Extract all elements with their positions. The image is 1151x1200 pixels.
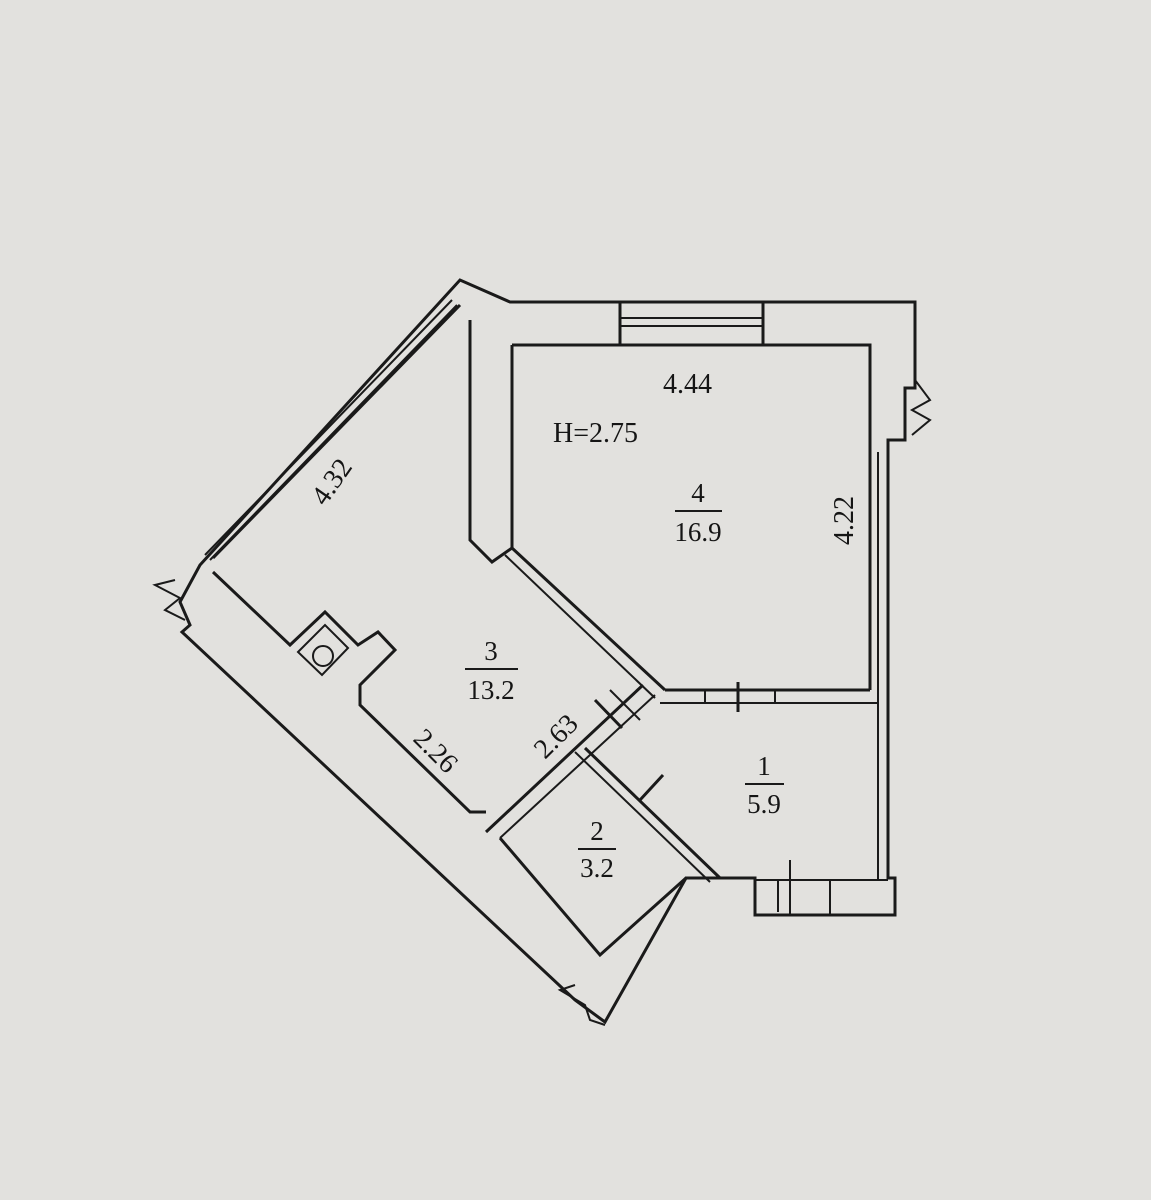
ceiling-height-label: H=2.75 bbox=[553, 418, 638, 449]
room-4-width-label: 4.44 bbox=[663, 369, 712, 400]
bath-walls bbox=[498, 746, 888, 958]
room-1-number: 1 bbox=[757, 751, 771, 781]
room-1-area: 5.9 bbox=[747, 789, 781, 819]
outer-walls bbox=[152, 278, 932, 1026]
room-4-number: 4 bbox=[691, 478, 705, 508]
labels: 4.44 H=2.75 4.22 4.32 2.26 2.63 bbox=[305, 369, 860, 780]
room-2-area: 3.2 bbox=[580, 853, 614, 883]
room-1-label: 1 5.9 bbox=[745, 751, 784, 819]
room-3-number: 3 bbox=[484, 636, 498, 666]
room-4-label: 4 16.9 bbox=[674, 478, 722, 547]
room-4-area: 16.9 bbox=[674, 517, 721, 547]
room-2-number: 2 bbox=[590, 816, 604, 846]
room-2-label: 2 3.2 bbox=[578, 816, 616, 883]
room-4-walls bbox=[468, 302, 879, 880]
room-3-window-wall-label: 4.32 bbox=[305, 453, 358, 511]
room-3-label: 3 13.2 bbox=[465, 636, 518, 705]
room-3-area: 13.2 bbox=[467, 675, 514, 705]
room-3-inner-wall-label: 2.63 bbox=[528, 708, 585, 765]
room-3-bottom-wall-label: 2.26 bbox=[407, 723, 464, 780]
room-4-height-label: 4.22 bbox=[829, 496, 860, 545]
room-3-walls bbox=[211, 570, 656, 839]
